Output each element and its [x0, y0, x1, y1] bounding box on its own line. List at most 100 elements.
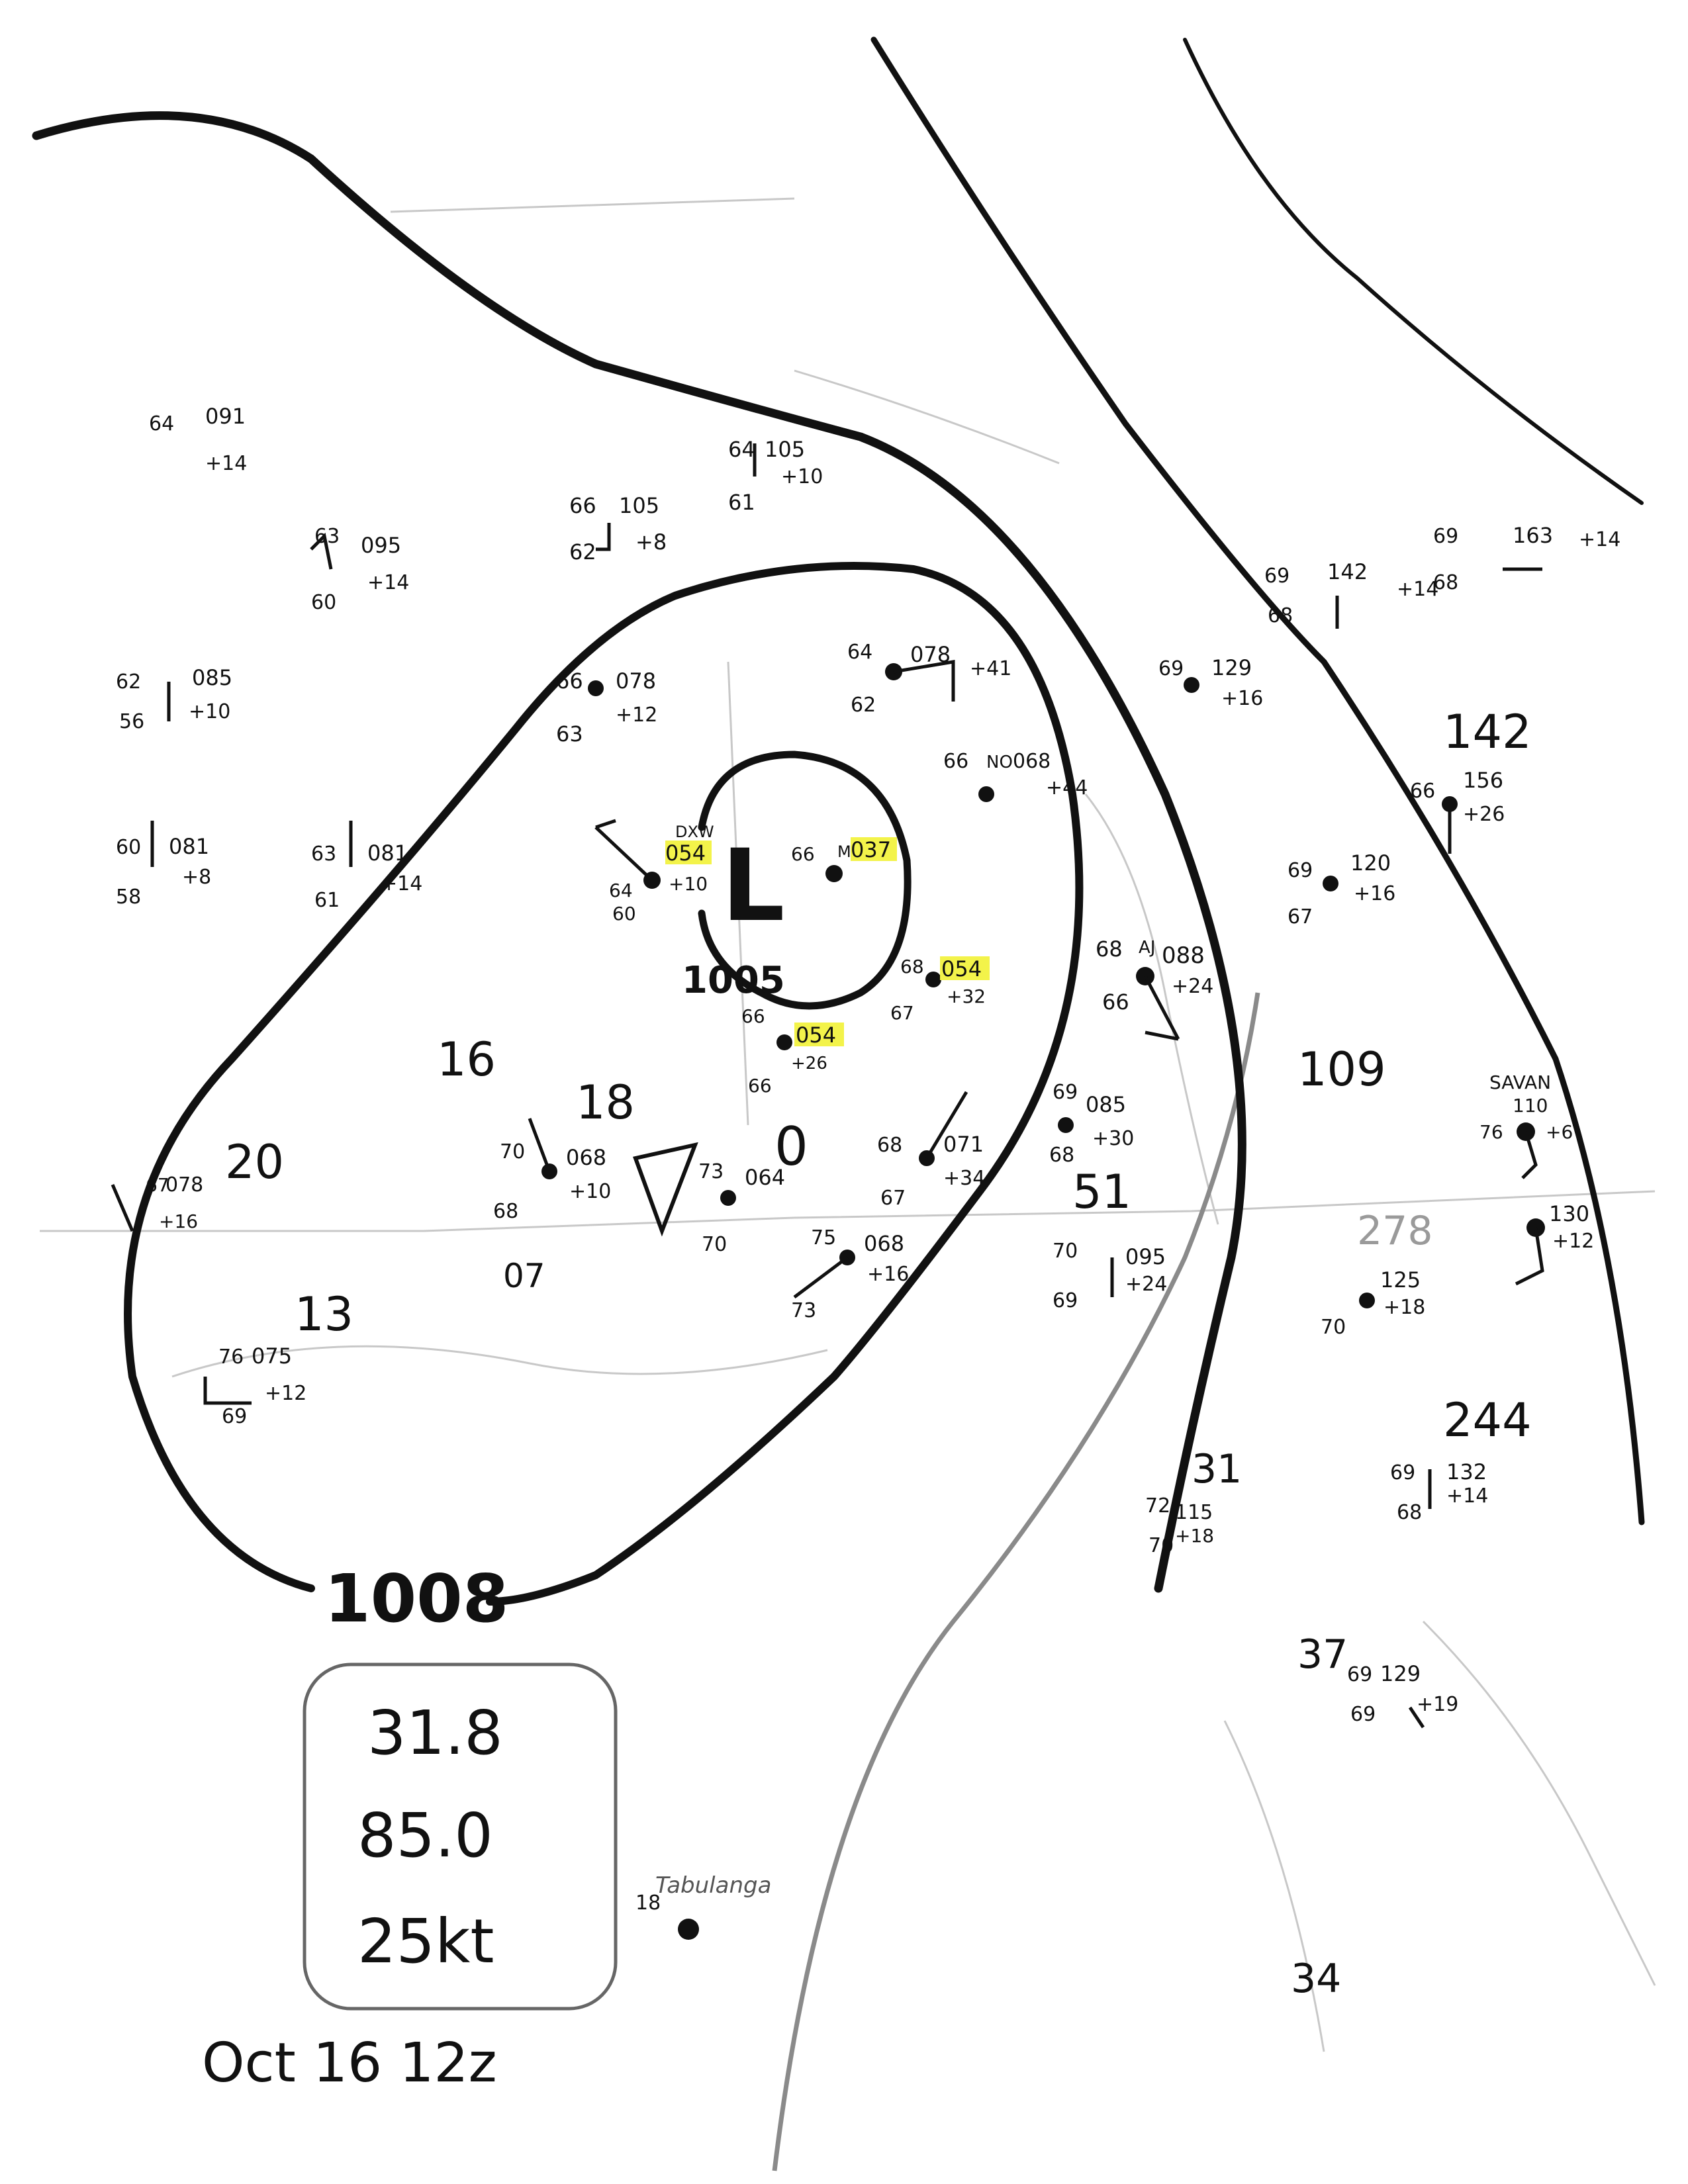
isobar-label-center: 1005 — [682, 959, 785, 1002]
svg-text:091: 091 — [205, 404, 246, 429]
svg-text:DXW: DXW — [675, 823, 714, 841]
svg-text:068: 068 — [566, 1145, 606, 1170]
svg-text:078: 078 — [616, 668, 656, 694]
station-078c: 078 67 +16 — [111, 1173, 203, 1232]
svg-text:+10: +10 — [669, 873, 708, 895]
analysis-box: 31.8 85.0 25kt — [303, 1662, 618, 2011]
svg-text:68: 68 — [1096, 936, 1123, 962]
svg-text:56: 56 — [119, 710, 144, 733]
svg-text:63: 63 — [556, 721, 583, 747]
station-054c: 054 66 66 +26 — [741, 1005, 844, 1097]
station-163: 163 69 68 +14 — [1433, 523, 1620, 594]
svg-text:078: 078 — [165, 1173, 203, 1197]
station-120: 120 69 67 +16 — [1288, 850, 1395, 929]
svg-text:+16: +16 — [1354, 882, 1395, 905]
analysis-lat: 31.8 — [367, 1698, 503, 1768]
svg-text:62: 62 — [116, 670, 141, 694]
station-129b: 129 69 69 +19 — [1347, 1661, 1458, 1729]
svg-text:68: 68 — [1433, 571, 1458, 594]
svg-text:+32: +32 — [947, 985, 986, 1007]
svg-text:76: 76 — [1479, 1121, 1503, 1143]
svg-text:76: 76 — [218, 1345, 244, 1369]
svg-text:+14: +14 — [205, 452, 247, 475]
svg-text:69: 69 — [1264, 565, 1289, 588]
svg-text:+14: +14 — [367, 571, 409, 594]
svg-text:60: 60 — [116, 836, 141, 859]
svg-text:075: 075 — [252, 1343, 292, 1369]
svg-text:125: 125 — [1380, 1267, 1421, 1293]
svg-text:AJ: AJ — [1139, 938, 1155, 958]
svg-text:NO: NO — [986, 752, 1013, 772]
svg-text:071: 071 — [943, 1132, 984, 1157]
svg-text:156: 156 — [1463, 768, 1503, 793]
svg-text:63: 63 — [314, 525, 340, 548]
svg-text:+14: +14 — [1397, 578, 1438, 601]
station-095b: 095 70 69 +24 — [1053, 1240, 1167, 1312]
svg-text:69: 69 — [1390, 1461, 1415, 1484]
isobar-label-18: 18 — [576, 1075, 635, 1130]
isobar-1008 — [124, 562, 1084, 1606]
svg-text:M: M — [837, 842, 851, 861]
svg-text:68: 68 — [1397, 1501, 1422, 1524]
svg-text:+14: +14 — [381, 872, 422, 895]
svg-text:054: 054 — [796, 1023, 836, 1048]
station-models: 054 DXW 64 60 +10 037 M 66 054 68 67 +32 — [111, 404, 1620, 1940]
svg-text:70: 70 — [1053, 1240, 1078, 1263]
station-091: 091 64 +14 — [149, 404, 247, 475]
svg-text:67: 67 — [1288, 905, 1313, 929]
isobar-label-51: 51 — [1072, 1165, 1131, 1219]
svg-text:+26: +26 — [791, 1054, 827, 1073]
station-081b: 081 63 61 +14 — [311, 821, 422, 912]
svg-text:61: 61 — [728, 490, 755, 515]
coastline-curve — [772, 992, 1260, 2171]
station-068b: 068 70 68 +10 — [493, 1118, 611, 1223]
isobar-label-20: 20 — [225, 1135, 284, 1189]
station-115: 115 72 70 +18 — [1145, 1494, 1214, 1557]
isobar-label-31: 31 — [1192, 1446, 1242, 1492]
isobar-label-10: 0 — [774, 1116, 808, 1177]
svg-text:+10: +10 — [569, 1180, 611, 1203]
svg-text:69: 69 — [1347, 1663, 1372, 1686]
svg-text:73: 73 — [698, 1160, 724, 1183]
station-078b: 078 64 62 +41 — [847, 641, 1011, 717]
svg-text:18: 18 — [635, 1891, 661, 1915]
isobar-label-16: 16 — [437, 1032, 496, 1087]
svg-text:+26: +26 — [1463, 803, 1505, 826]
station-095: 095 63 60 +14 — [310, 525, 409, 614]
svg-text:62: 62 — [569, 539, 596, 565]
svg-text:70: 70 — [500, 1140, 525, 1163]
svg-text:70: 70 — [1321, 1316, 1346, 1339]
svg-text:69: 69 — [1053, 1081, 1078, 1104]
station-132: 132 69 68 +14 — [1390, 1459, 1488, 1524]
svg-text:+12: +12 — [265, 1382, 306, 1405]
station-054b: 054 68 67 +32 — [890, 956, 990, 1024]
svg-text:054: 054 — [665, 841, 706, 866]
svg-text:085: 085 — [1086, 1092, 1126, 1117]
station-105a: 105 66 62 +8 — [569, 493, 667, 565]
svg-text:+24: +24 — [1172, 975, 1213, 998]
svg-text:69: 69 — [1288, 859, 1313, 882]
svg-text:163: 163 — [1513, 523, 1553, 548]
map-caption: Oct 16 12z — [202, 2032, 497, 2095]
svg-text:095: 095 — [361, 533, 401, 558]
station-142: 142 69 68 +14 — [1264, 559, 1438, 629]
svg-text:66: 66 — [569, 493, 596, 518]
svg-text:+16: +16 — [1221, 687, 1263, 710]
station-078: 078 66 63 +12 — [556, 668, 657, 747]
svg-text:+34: +34 — [943, 1167, 985, 1190]
station-085: 085 62 56 +10 — [116, 665, 232, 733]
station-savannah: SAVAN 110 76 +6 — [1479, 1071, 1573, 1179]
svg-text:67: 67 — [146, 1174, 169, 1196]
svg-text:+18: +18 — [1383, 1296, 1425, 1319]
svg-text:+10: +10 — [781, 465, 823, 488]
svg-text:69: 69 — [1158, 657, 1184, 680]
station-105b: 105 64 61 +10 — [728, 437, 823, 515]
svg-text:115: 115 — [1175, 1501, 1213, 1524]
svg-text:110: 110 — [1513, 1095, 1548, 1116]
station-130: 130 +12 — [1515, 1201, 1594, 1286]
station-dxw: 054 DXW 64 60 +10 — [594, 819, 714, 925]
station-064: 064 73 70 — [633, 1142, 785, 1256]
svg-text:60: 60 — [612, 903, 636, 925]
svg-text:68: 68 — [1268, 604, 1293, 627]
